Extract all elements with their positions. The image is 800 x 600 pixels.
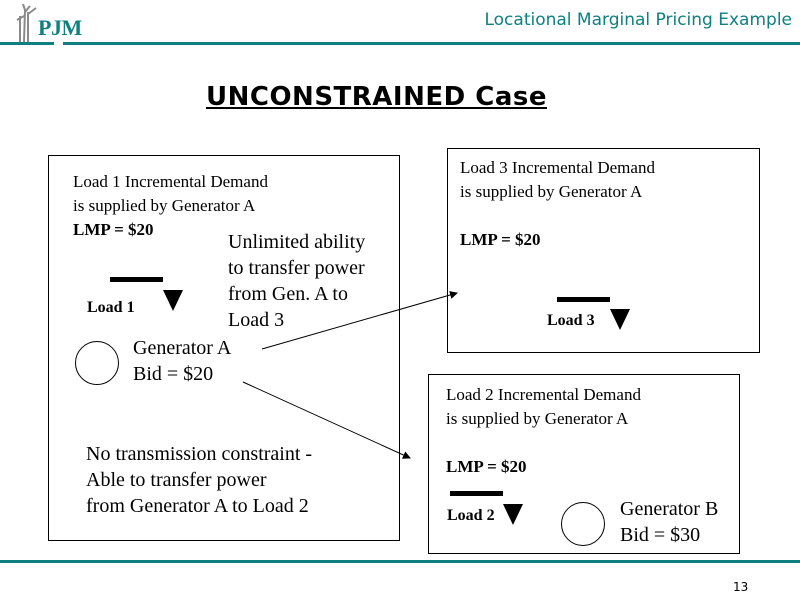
load3-bus: [557, 297, 610, 302]
load1-description-line1: Load 1 Incremental Demand: [73, 172, 268, 191]
load3-description-line1: Load 3 Incremental Demand: [460, 158, 655, 177]
page-number: 13: [733, 580, 749, 594]
transfer-note-line3: from Gen. A to: [228, 283, 348, 305]
load2-triangle-icon: [503, 504, 523, 525]
constraint-note-line3: from Generator A to Load 2: [86, 495, 309, 517]
load2-label: Load 2: [447, 507, 495, 524]
load2-description-line1: Load 2 Incremental Demand: [446, 385, 641, 404]
footer-divider: [0, 560, 800, 563]
slide-title: UNCONSTRAINED Case: [206, 82, 547, 112]
load3-triangle-icon: [610, 309, 630, 330]
load1-label: Load 1: [87, 299, 135, 316]
load3-box: [447, 148, 760, 353]
transfer-note-line4: Load 3: [228, 309, 285, 331]
generator-b-name: Generator B: [620, 498, 719, 520]
header-title: Locational Marginal Pricing Example: [484, 10, 792, 30]
load2-description-line2: is supplied by Generator A: [446, 409, 629, 428]
generator-a-name: Generator A: [133, 337, 232, 359]
pjm-logo: PJM: [38, 15, 82, 40]
load2-box: [428, 374, 740, 554]
transfer-note-line1: Unlimited ability: [228, 231, 366, 253]
pjm-logo-figure-icon: [16, 3, 37, 43]
load2-lmp: LMP = $20: [446, 457, 527, 476]
generator-a-icon: [75, 341, 119, 385]
load3-description-line2: is supplied by Generator A: [460, 182, 643, 201]
transfer-note-line2: to transfer power: [228, 257, 365, 279]
header-divider-left: [0, 42, 54, 45]
header-divider-right: [63, 42, 800, 45]
load1-bus: [110, 277, 163, 282]
load3-lmp: LMP = $20: [460, 230, 541, 249]
generator-b-bid: Bid = $30: [620, 524, 701, 546]
load2-bus: [450, 491, 503, 496]
load1-description-line2: is supplied by Generator A: [73, 196, 256, 215]
load1-lmp: LMP = $20: [73, 220, 154, 239]
constraint-note-line1: No transmission constraint -: [86, 443, 313, 465]
constraint-note-line2: Able to transfer power: [86, 469, 267, 491]
generator-b-icon: [561, 502, 605, 546]
load1-triangle-icon: [163, 290, 183, 311]
generator-a-bid: Bid = $20: [133, 363, 214, 385]
load3-label: Load 3: [547, 312, 595, 329]
